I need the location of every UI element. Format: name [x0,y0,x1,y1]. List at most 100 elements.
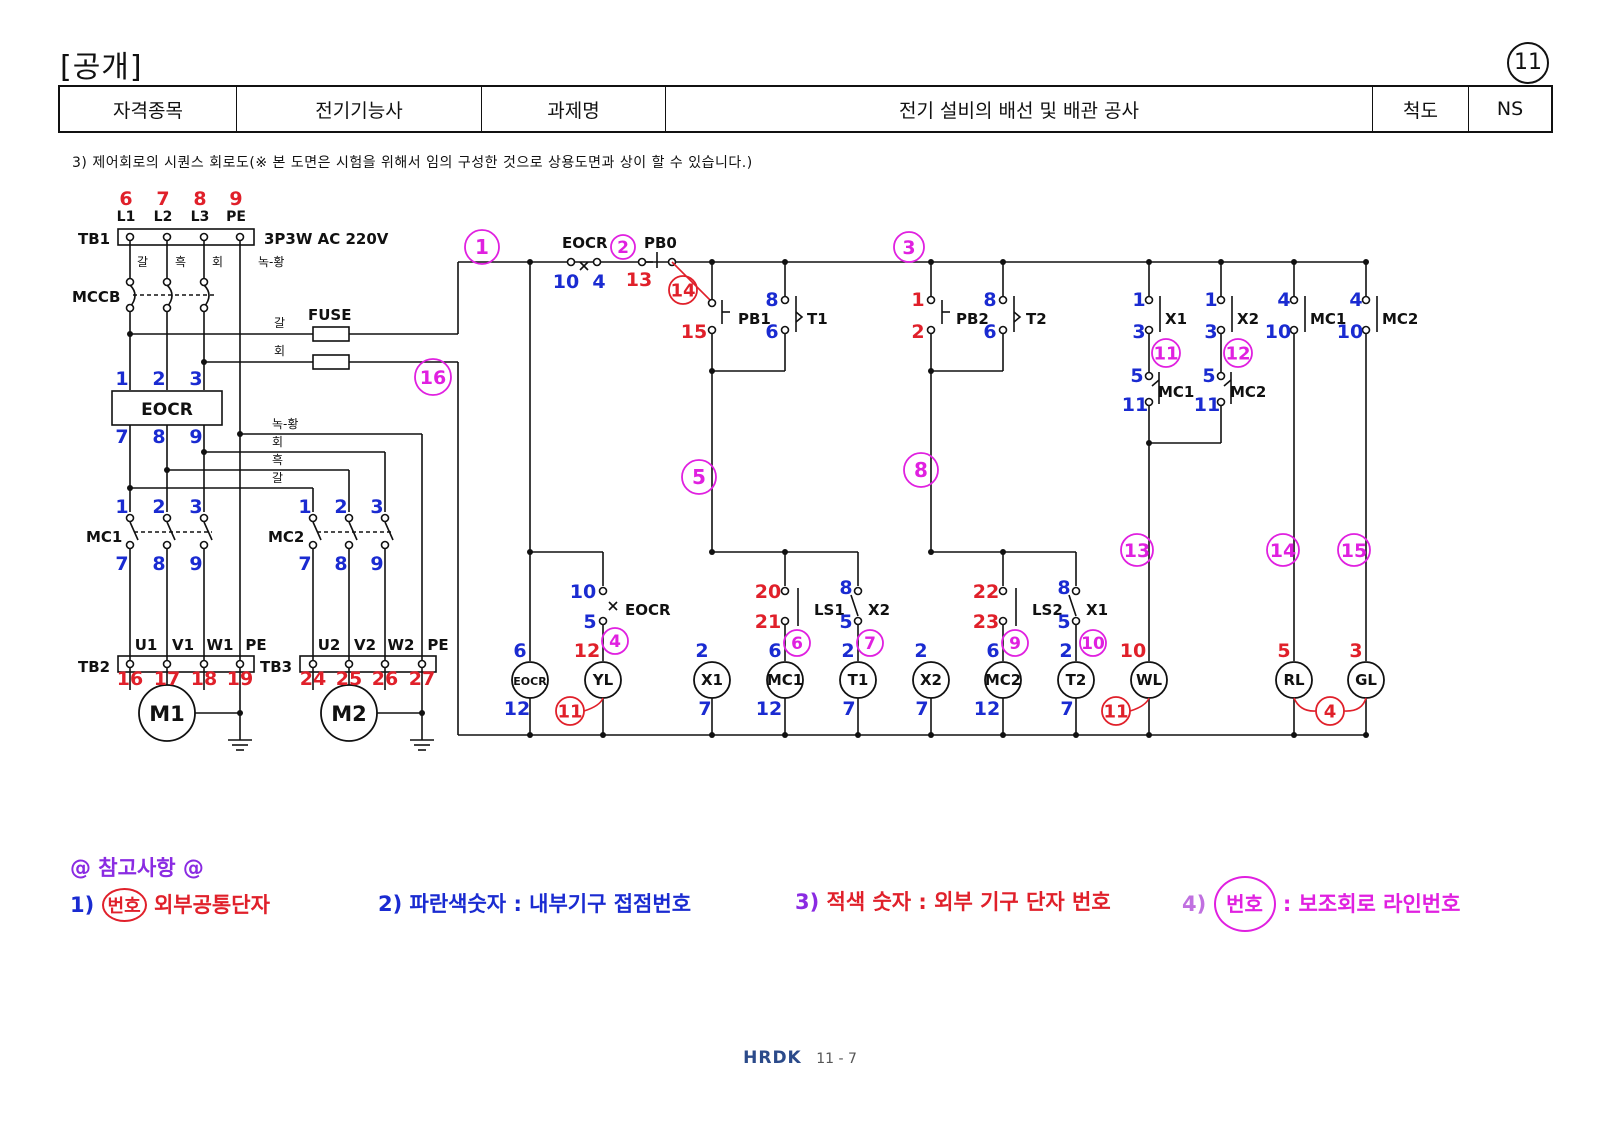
terminal [199,513,209,523]
x1-nc-num-1: 11 [1122,394,1148,416]
load-top-num-0: 6 [513,640,526,662]
mccb-pole [129,284,136,308]
terminal [998,586,1008,596]
terminal [125,277,135,287]
wire-color-2: 회 [212,255,223,269]
ls2-circle-0: 9 [1009,634,1021,654]
load-top-num-8: 10 [1120,640,1146,662]
line-9 [850,594,859,617]
mc2no-label: MC2 [1382,310,1418,328]
junction-dot [527,732,533,738]
junction-dot [164,467,170,473]
junction-dot [527,259,533,265]
x1-label: X1 [1165,310,1187,328]
note-4: 4) 번호 : 보조회로 라인번호 [1182,876,1460,932]
eocr-box-label: EOCR [141,400,193,420]
mc2-in-1: 2 [334,496,347,518]
terminal [853,586,863,596]
mc2-in-2: 3 [370,496,383,518]
junction-dot [1291,259,1297,265]
note-2-num: 2) [378,892,403,916]
page-number-circle: 11 [1507,42,1549,84]
mc1-out-1: 8 [152,553,165,575]
eocr-in-1: 2 [152,368,165,390]
fuse-1 [312,326,350,342]
terminal [162,303,172,313]
line-number-15: 15 [1341,540,1367,562]
terminal [1216,397,1226,407]
mc1-out-2: 9 [189,553,202,575]
tb1-terminal-0: L1 [117,209,136,225]
ls2-circle-1: 10 [1081,634,1105,654]
load-top-num-3: 6 [768,640,781,662]
load-top-num-5: 2 [914,640,927,662]
mc1-in-1: 2 [152,496,165,518]
junction-dot [600,732,606,738]
note-4-num: 4) [1182,892,1207,916]
bus-color-0: 녹-황 [272,417,298,431]
terminal [199,540,209,550]
label-qualification: 자격종목 [58,85,237,133]
mc2-out-0: 7 [298,553,311,575]
mc1no-num-1: 10 [1265,321,1291,343]
eocr-aux-circle: 4 [609,632,621,652]
load-eocr-symbol [511,661,549,699]
bus-color-1: 회 [272,435,283,449]
junction-dot [709,368,715,374]
terminal [125,540,135,550]
terminal [199,303,209,313]
eocr-top-num-1: 4 [592,271,605,293]
tb3-term-3: PE [427,636,448,654]
line-number-8: 8 [914,458,928,482]
line-1 [166,521,176,541]
load-t1-label: T1 [848,671,869,689]
pb2-label: PB2 [956,310,989,328]
terminal [380,513,390,523]
line-number-2-circle [610,234,636,260]
load-gl-label: GL [1355,671,1377,689]
terminal [235,232,245,242]
load-bottom-num-1: 7 [698,698,711,720]
line-number-14: 14 [1270,540,1296,562]
line-number-15-circle [1337,533,1371,567]
x2-nc-num-1: 11 [1194,394,1220,416]
junction-dot [1000,549,1006,555]
terminal [199,232,209,242]
wire-color-0: 갈 [137,255,148,269]
tb2-num-0: 16 [117,668,143,690]
terminal [998,295,1008,305]
terminal [592,257,602,267]
yl-common-wire [583,697,604,712]
label-scale: 척도 [1372,85,1469,133]
tb2-term-3: PE [245,636,266,654]
line-4 [348,521,358,541]
terminal [998,325,1008,335]
tb1-number-2: 8 [193,188,206,210]
path-7 [795,311,804,323]
load-top-num-2: 2 [695,640,708,662]
terminal [1216,325,1226,335]
terminal [1071,616,1081,626]
ls1-circle-1: 7 [864,634,876,654]
load-mc1-label: MC1 [767,671,803,689]
mc1-in-0: 1 [115,496,128,518]
ls1-circle-0-circle [783,629,811,657]
junction-dot [527,549,533,555]
load-bottom-num-6: 7 [1060,698,1073,720]
junction-dot [237,431,243,437]
line-number-1: 1 [475,235,489,259]
eocr-top-label: EOCR [562,234,608,252]
pb0-common: 14 [670,280,695,301]
terminal [1289,295,1299,305]
ls2-num-0: 22 [973,581,999,603]
terminal [162,277,172,287]
load-bottom-num-4: 7 [915,698,928,720]
mc1-in-2: 3 [189,496,202,518]
line-number-8-circle [903,452,939,488]
tb1-number-3: 9 [229,188,242,210]
line-number-13-circle [1120,533,1154,567]
ls1-circle-0: 6 [791,634,803,654]
t2-num-1: 6 [983,321,996,343]
junction-dot [1218,259,1224,265]
junction-dot [1000,259,1006,265]
